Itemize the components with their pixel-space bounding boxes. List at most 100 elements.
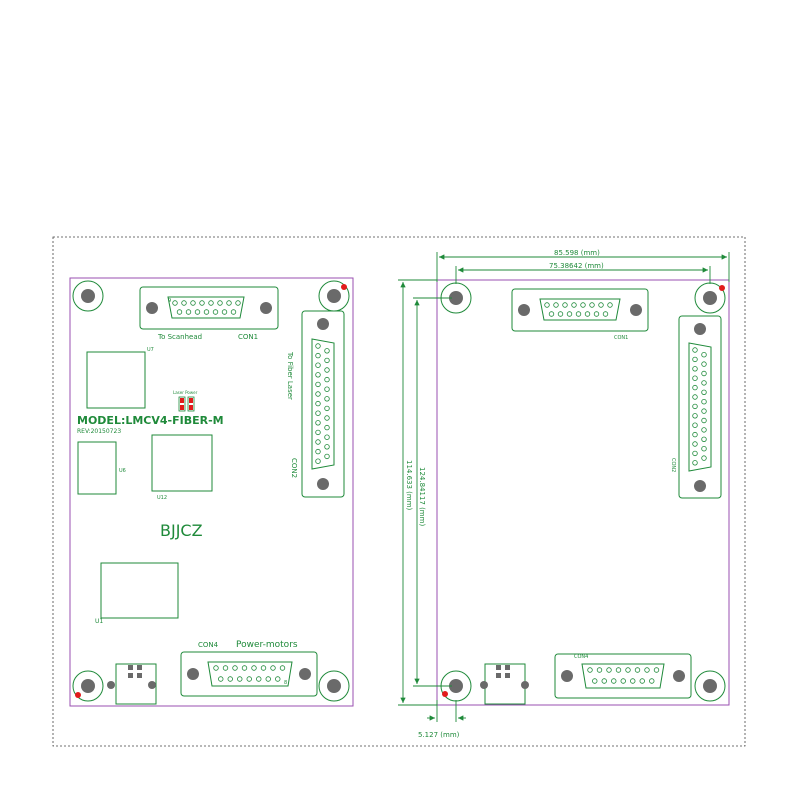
connector-pin: [237, 676, 243, 682]
connector-pin: [602, 311, 609, 317]
right-con1-label: CON1: [614, 335, 628, 341]
connector-pin: [701, 380, 707, 386]
connector-pin: [644, 667, 650, 673]
connector-pin: [324, 405, 330, 412]
connector-pin: [692, 366, 698, 372]
connector-pin: [176, 309, 183, 315]
rev-label: REV:20150723: [77, 428, 121, 435]
dim-offset-label: 5.127 (mm): [418, 731, 460, 739]
con4-label: CON4: [198, 641, 219, 649]
connector-pin: [218, 676, 224, 682]
connector-pin: [185, 309, 192, 315]
connector-pin: [593, 311, 600, 317]
drawing-frame: [52, 236, 746, 747]
connector-pin: [692, 403, 698, 410]
right-con2-connector: [678, 315, 722, 499]
con1-connector: 9: [139, 286, 279, 330]
left-board-outline: [69, 277, 354, 707]
mounting-hole-icon: [72, 670, 104, 702]
connector-pin: [620, 678, 626, 684]
right-con4-connector: [554, 653, 692, 699]
to-fiber-laser-label: To Fiber Laser: [286, 351, 294, 400]
connector-pin: [324, 444, 330, 450]
connector-pin: [190, 300, 196, 306]
connector-pin: [246, 676, 252, 682]
connector-pin: [203, 309, 210, 315]
right-board-outline: [436, 279, 730, 706]
connector-pin: [692, 460, 698, 466]
connector-pin: [279, 665, 286, 671]
connector-pin: [315, 458, 321, 464]
laser-power-leds: [178, 396, 195, 412]
right-board: CON1 CON2 CON4: [398, 249, 730, 739]
connector-pin: [315, 400, 321, 407]
connector-pin: [315, 372, 321, 378]
connector-pin: [607, 302, 613, 308]
connector-pin: [562, 302, 568, 308]
connector-pin: [256, 676, 262, 682]
connector-pin: [315, 391, 321, 397]
connector-pin: [692, 394, 698, 400]
connector-pin: [232, 665, 238, 671]
connector-pin: [324, 415, 330, 421]
connector-pin: [649, 678, 655, 684]
dim-height-inner-label: 114.633 (mm): [405, 460, 413, 511]
connector-pin: [265, 676, 271, 682]
mounting-hole-icon: [318, 670, 350, 702]
dimension-width-outer: [436, 252, 730, 282]
connector-pin: [230, 309, 237, 315]
connector-pin: [235, 300, 241, 306]
right-con1-connector: [511, 288, 649, 332]
connector-pin: [692, 356, 698, 363]
connector-pin: [615, 667, 622, 673]
connector-pin: [692, 450, 698, 457]
connector-pin: [241, 665, 248, 671]
pin1-marker-icon: [75, 692, 81, 698]
connector-pin: [270, 665, 276, 671]
connector-pin: [587, 667, 593, 673]
dimension-width-inner: [455, 266, 711, 284]
connector-pin: [315, 343, 321, 349]
connector-pin: [315, 352, 321, 359]
connector-pin: [653, 667, 660, 673]
connector-pin: [701, 370, 707, 377]
connector-pin: [324, 367, 330, 373]
connector-pin: [580, 302, 586, 308]
laser-power-label: Laser Power: [173, 390, 198, 395]
left-board: 9 To Scanhead CON1 To Fiber Laser CON2 U…: [69, 277, 354, 707]
pin-label: 8: [284, 680, 287, 686]
connector-pin: [226, 300, 232, 306]
connector-pin: [315, 439, 321, 445]
connector-pin: [692, 422, 698, 428]
u7-label: U7: [147, 347, 154, 353]
connector-pin: [172, 300, 178, 306]
connector-pin: [589, 302, 595, 308]
u6-chip: [77, 441, 117, 495]
to-scanhead-label: To Scanhead: [157, 333, 202, 341]
connector-pin: [315, 448, 321, 455]
connector-pin: [251, 665, 257, 671]
connector-pin: [701, 455, 707, 461]
connector-pin: [315, 420, 321, 426]
connector-pin: [575, 311, 582, 317]
connector-pin: [181, 300, 187, 306]
connector-pin: [611, 678, 617, 684]
connector-pin: [692, 441, 698, 447]
dim-width-inner-label: 75.38642 (mm): [549, 262, 604, 270]
connector-pin: [324, 396, 330, 402]
connector-pin: [692, 413, 698, 419]
connector-pin: [692, 384, 698, 391]
connector-pin: [324, 386, 330, 392]
connector-pin: [571, 302, 577, 308]
dimension-height-inner: [413, 297, 452, 687]
connector-pin: [548, 311, 555, 317]
pin1-marker-icon: [719, 285, 725, 291]
mounting-hole-icon: [72, 280, 104, 312]
dim-width-outer-label: 85.598 (mm): [554, 249, 600, 257]
power-motors-label: Power-motors: [236, 640, 298, 650]
dim-height-outer-label: 124.84117 (mm): [418, 467, 426, 526]
connector-pin: [212, 309, 219, 315]
connector-pin: [692, 375, 698, 381]
mounting-hole-icon: [694, 670, 726, 702]
